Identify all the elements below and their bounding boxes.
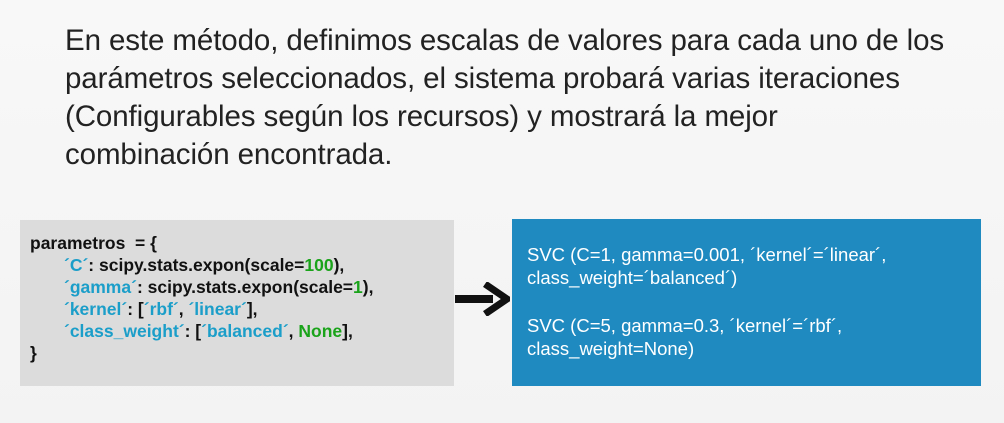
code-key: ´kernel´ <box>64 299 128 319</box>
code-text: ), <box>333 255 345 275</box>
code-line-c: ´C´: scipy.stats.expon(scale=100), <box>30 254 454 276</box>
code-footer: } <box>30 343 37 363</box>
code-line-class-weight: ´class_weight´: [´balanced´, None], <box>30 320 454 342</box>
code-key: ´class_weight´ <box>64 321 185 341</box>
code-key: ´gamma´ <box>64 277 137 297</box>
code-line-kernel: ´kernel´: [´rbf´, ´linear´], <box>30 298 454 320</box>
result-item: SVC (C=1, gamma=0.001, ´kernel´=´linear´… <box>527 243 981 289</box>
right-arrow-icon <box>455 281 514 317</box>
code-text: ), <box>362 277 374 297</box>
result-line: SVC (C=5, gamma=0.3, ´kernel´=´rbf´, <box>527 315 843 336</box>
code-string: ´rbf´ <box>143 299 179 319</box>
code-text: ], <box>342 321 353 341</box>
code-string: ´linear´ <box>188 299 247 319</box>
result-line: class_weight=None) <box>527 338 695 359</box>
code-line-gamma: ´gamma´: scipy.stats.expon(scale=1), <box>30 276 454 298</box>
intro-paragraph: En este método, definimos escalas de val… <box>65 24 945 171</box>
code-text: ], <box>246 299 258 319</box>
result-line: SVC (C=1, gamma=0.001, ´kernel´=´linear´… <box>527 244 887 265</box>
code-number: 1 <box>353 277 363 297</box>
code-number: 100 <box>304 255 334 275</box>
code-text: , <box>178 299 189 319</box>
right-arrow-svg <box>455 281 514 317</box>
code-text: : [ <box>127 299 144 319</box>
code-text: , <box>288 321 299 341</box>
result-line: class_weight=´balanced´) <box>527 267 738 288</box>
code-text: : scipy.stats.expon(scale= <box>88 255 305 275</box>
code-header: parametros = { <box>30 233 157 253</box>
code-text: : [ <box>184 321 202 341</box>
code-block: parametros = { ´C´: scipy.stats.expon(sc… <box>20 220 454 386</box>
result-item: SVC (C=5, gamma=0.3, ´kernel´=´rbf´, cla… <box>527 314 981 360</box>
results-panel: SVC (C=1, gamma=0.001, ´kernel´=´linear´… <box>512 219 981 386</box>
code-string: ´balanced´ <box>201 321 289 341</box>
code-number: None <box>298 321 343 341</box>
code-text: : scipy.stats.expon(scale= <box>136 277 354 297</box>
code-key: ´C´ <box>64 255 89 275</box>
